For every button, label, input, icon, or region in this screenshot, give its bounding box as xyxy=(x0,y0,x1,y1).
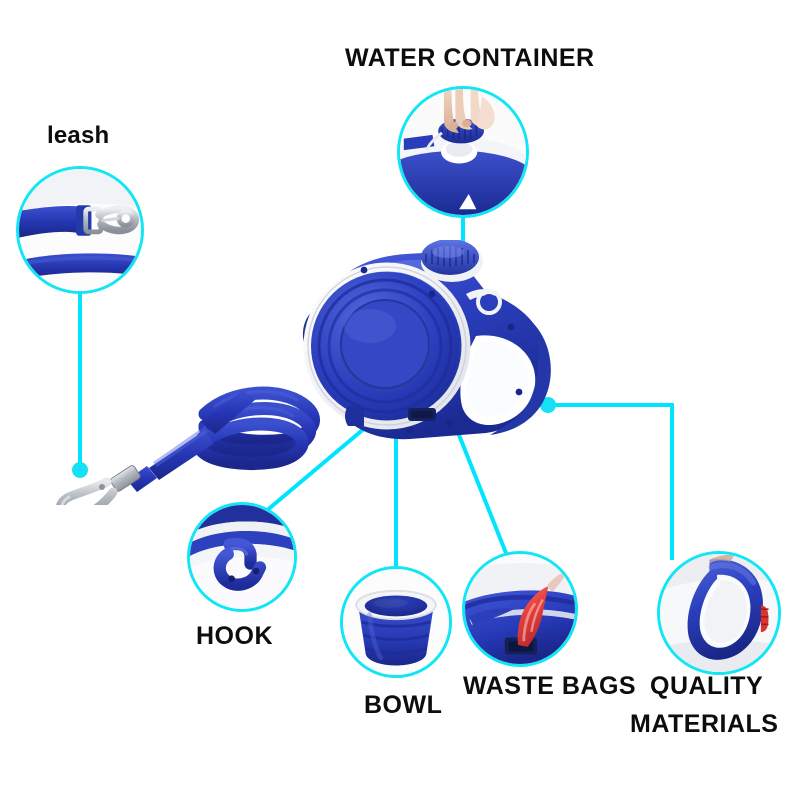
label-bowl: BOWL xyxy=(364,691,443,719)
callout-bubble-leash xyxy=(16,166,144,294)
callout-bubble-bowl xyxy=(340,566,452,678)
label-waste-bags: WASTE BAGS xyxy=(463,672,637,700)
callout-bubble-waste-bags xyxy=(462,551,578,667)
coiled-leash-strap xyxy=(56,386,320,505)
callout-bubble-water-container xyxy=(397,86,529,218)
callout-bubble-hook xyxy=(187,502,297,612)
callout-bubble-quality-materials xyxy=(657,551,781,675)
product-retractable-leash xyxy=(302,240,551,440)
label-quality-line2: MATERIALS xyxy=(630,710,779,738)
label-leash: leash xyxy=(47,122,110,149)
label-quality-line1: QUALITY xyxy=(650,672,764,700)
leash-metal-clip xyxy=(56,465,141,505)
label-water-container: WATER CONTAINER xyxy=(345,44,595,72)
label-hook: HOOK xyxy=(196,622,273,650)
